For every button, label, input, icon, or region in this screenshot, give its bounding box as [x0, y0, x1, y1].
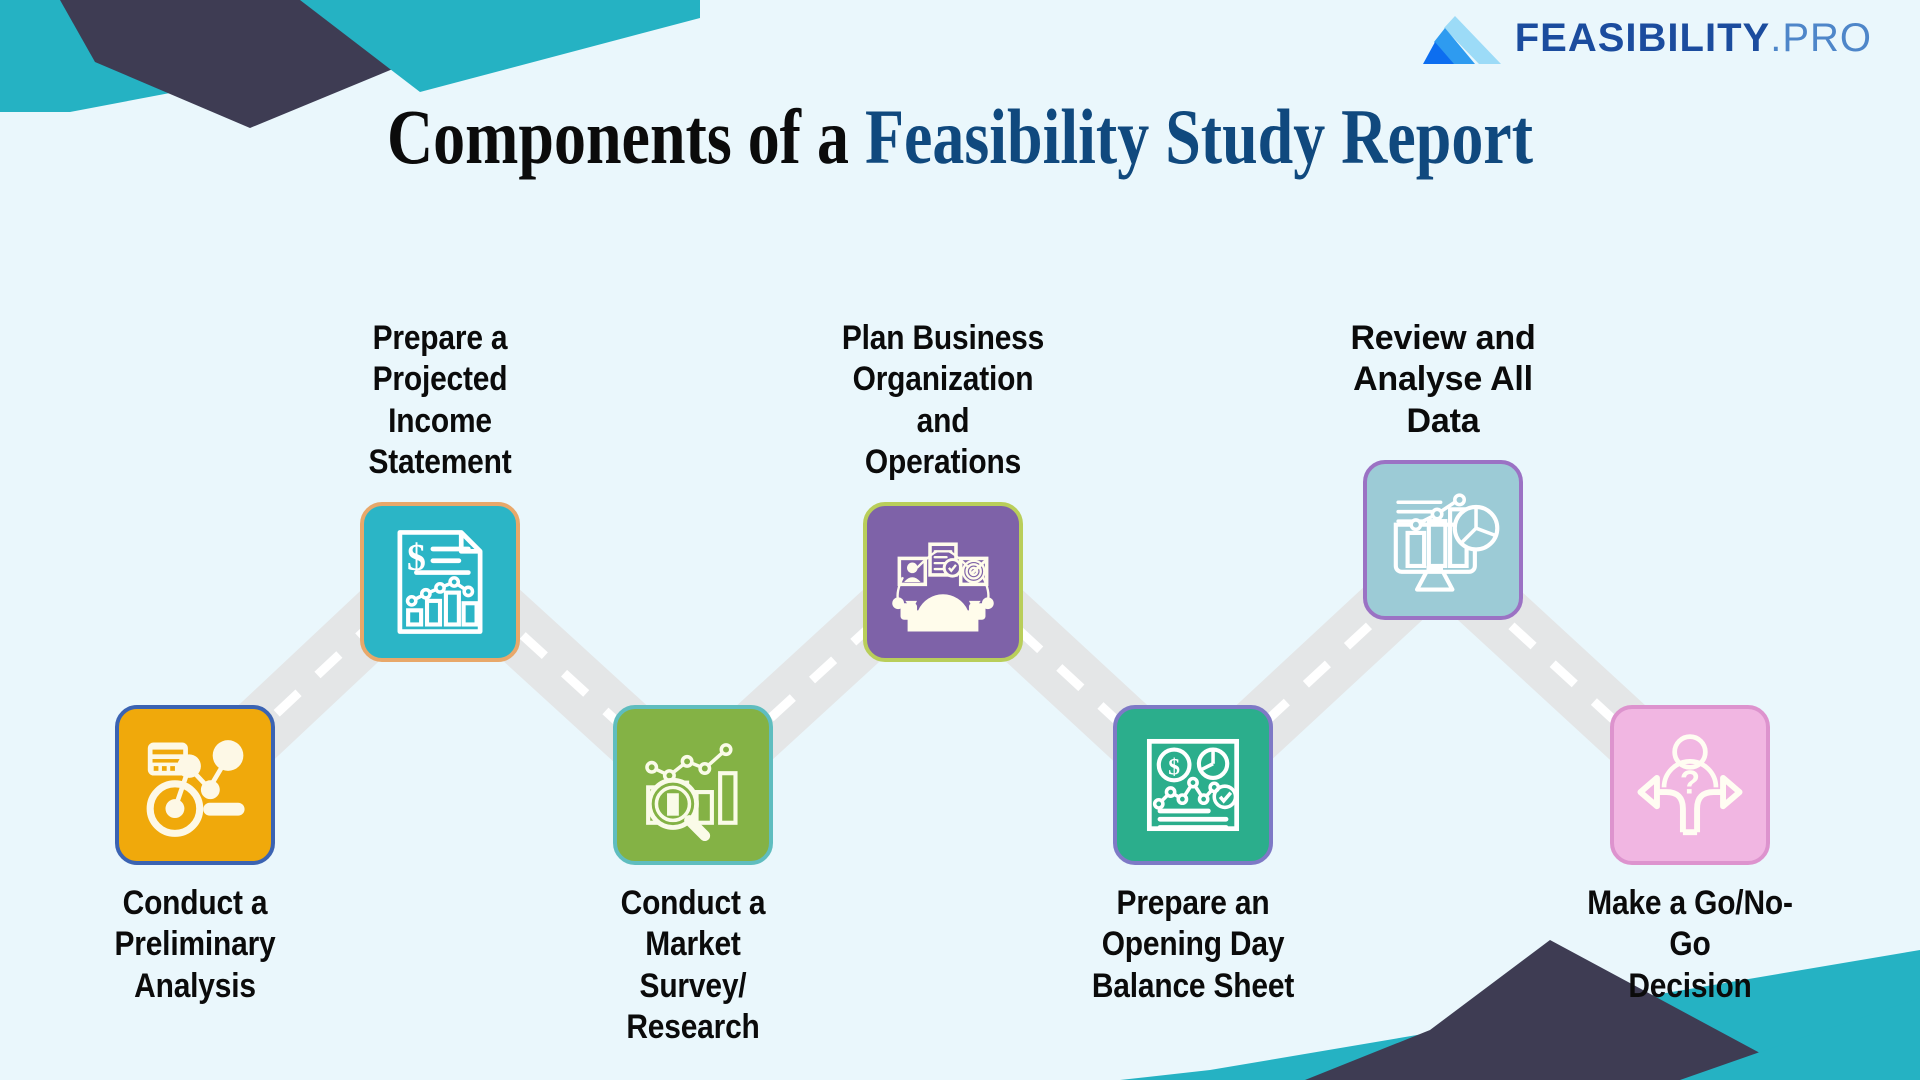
page-title: Components of a Feasibility Study Report: [173, 96, 1747, 177]
step-node-plan-business-organization-operations[interactable]: Plan Business Organization and Operation…: [818, 318, 1068, 662]
step-label-1: Conduct a Preliminary Analysis: [114, 884, 276, 1005]
market-research-chart-magnifier-icon: [645, 743, 738, 842]
step-label-6: Review and Analyse All Data: [1350, 319, 1536, 440]
step-icon-tile-1[interactable]: [115, 705, 275, 865]
svg-text:$: $: [1168, 754, 1180, 780]
step-node-prepare-projected-income-statement[interactable]: Prepare a Projected Income Statement $: [315, 318, 565, 662]
title-part-black: Components of a: [386, 93, 865, 180]
brand-logo[interactable]: FEASIBILITY.PRO: [1422, 12, 1872, 64]
brand-name-bold: FEASIBILITY: [1514, 16, 1771, 60]
data-analysis-magnifier-icon: [146, 740, 245, 837]
step-icon-tile-5[interactable]: $: [1113, 705, 1273, 865]
step-icon-tile-2[interactable]: $: [360, 501, 520, 662]
balance-sheet-icon: $: [1146, 738, 1240, 832]
step-node-conduct-market-survey-research[interactable]: Conduct a Market Survey/ Research: [568, 705, 818, 1049]
financial-report-document-icon: $: [397, 529, 483, 634]
svg-text:$: $: [407, 537, 426, 579]
step-node-prepare-opening-day-balance-sheet[interactable]: $ Prepare an Open: [1068, 705, 1318, 1007]
step-icon-tile-3[interactable]: [613, 705, 773, 865]
step-icon-tile-6[interactable]: [1363, 460, 1523, 621]
mountain-logo-icon: [1422, 16, 1501, 64]
decision-branching-arrows-icon: ?: [1637, 734, 1743, 836]
step-node-make-go-no-go-decision[interactable]: ? Make a Go/No-Go Decision: [1565, 705, 1815, 1007]
step-icon-tile-4[interactable]: [863, 501, 1023, 662]
brand-name-light: .PRO: [1770, 16, 1872, 60]
step-label-4: Plan Business Organization and Operation…: [841, 319, 1045, 482]
step-label-5: Prepare an Opening Day Balance Sheet: [1091, 884, 1295, 1005]
step-node-review-analyse-all-data[interactable]: Review and Analyse All Data: [1318, 318, 1568, 621]
step-label-2: Prepare a Projected Income Statement: [368, 319, 512, 482]
business-operations-gear-icon: [892, 542, 994, 632]
step-label-3: Conduct a Market Survey/ Research: [620, 884, 766, 1047]
title-part-blue: Feasibility Study Report: [864, 93, 1534, 180]
svg-text:?: ?: [1680, 763, 1700, 800]
step-node-conduct-preliminary-analysis[interactable]: Conduct a Preliminary Analysis: [70, 705, 320, 1007]
dashboard-monitor-analytics-icon: [1393, 493, 1500, 593]
step-label-7: Make a Go/No-Go Decision: [1587, 884, 1793, 1005]
step-icon-tile-7[interactable]: ?: [1610, 705, 1770, 865]
brand-wordmark: FEASIBILITY.PRO: [1515, 18, 1872, 58]
